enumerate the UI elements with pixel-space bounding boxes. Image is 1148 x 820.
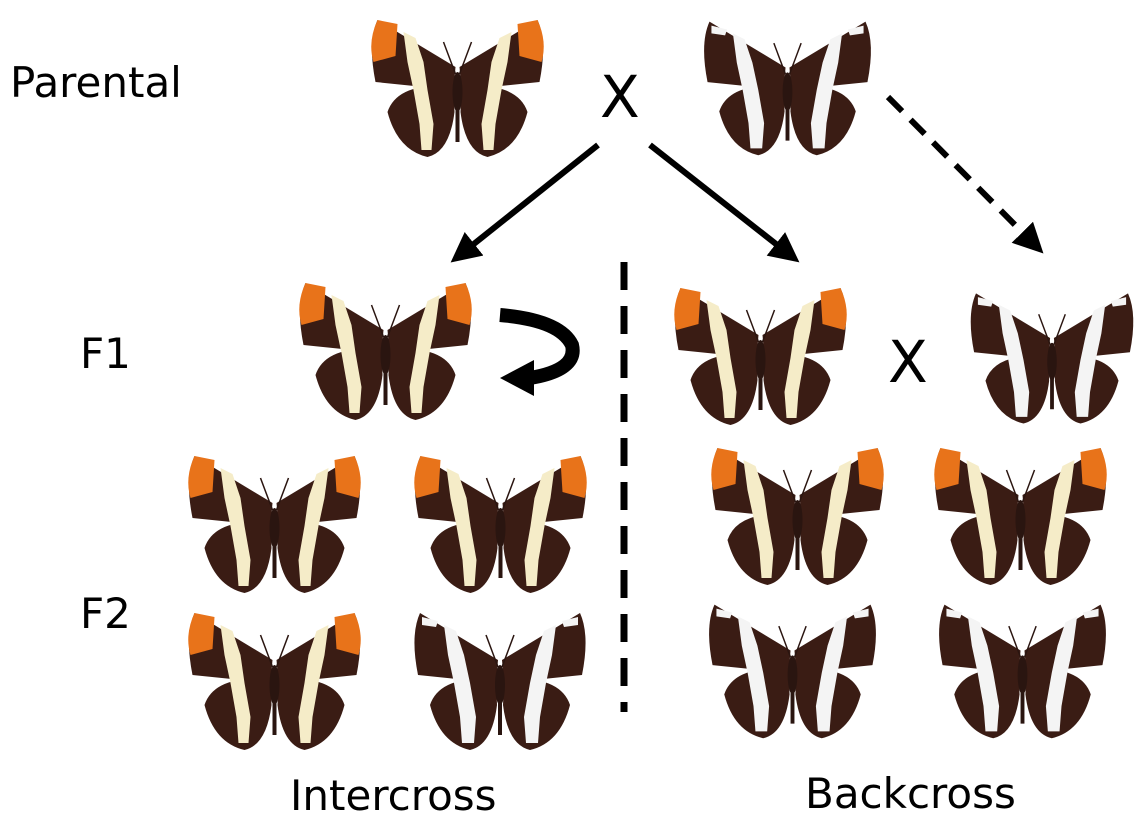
f2-intercross-butterfly-2: [398, 448, 603, 598]
f2-intercross-butterfly-3: [172, 605, 377, 755]
f2-intercross-butterfly-4: [400, 605, 600, 755]
f2-backcross-butterfly-4: [925, 595, 1120, 745]
f1-intercross-butterfly: [283, 275, 488, 425]
f2-backcross-butterfly-2: [918, 440, 1123, 590]
f1-backcross-white-butterfly: [957, 282, 1147, 432]
f2-backcross-butterfly-3: [695, 595, 890, 745]
f2-backcross-butterfly-1: [695, 440, 900, 590]
self-cross-arrow-icon: [500, 315, 573, 378]
arrow-to-parental-backcross: [888, 97, 1035, 245]
f1-backcross-orange-butterfly: [658, 280, 863, 430]
parental-orange-butterfly: [355, 12, 560, 162]
f2-intercross-butterfly-1: [172, 448, 377, 598]
parental-white-butterfly: [690, 12, 885, 162]
